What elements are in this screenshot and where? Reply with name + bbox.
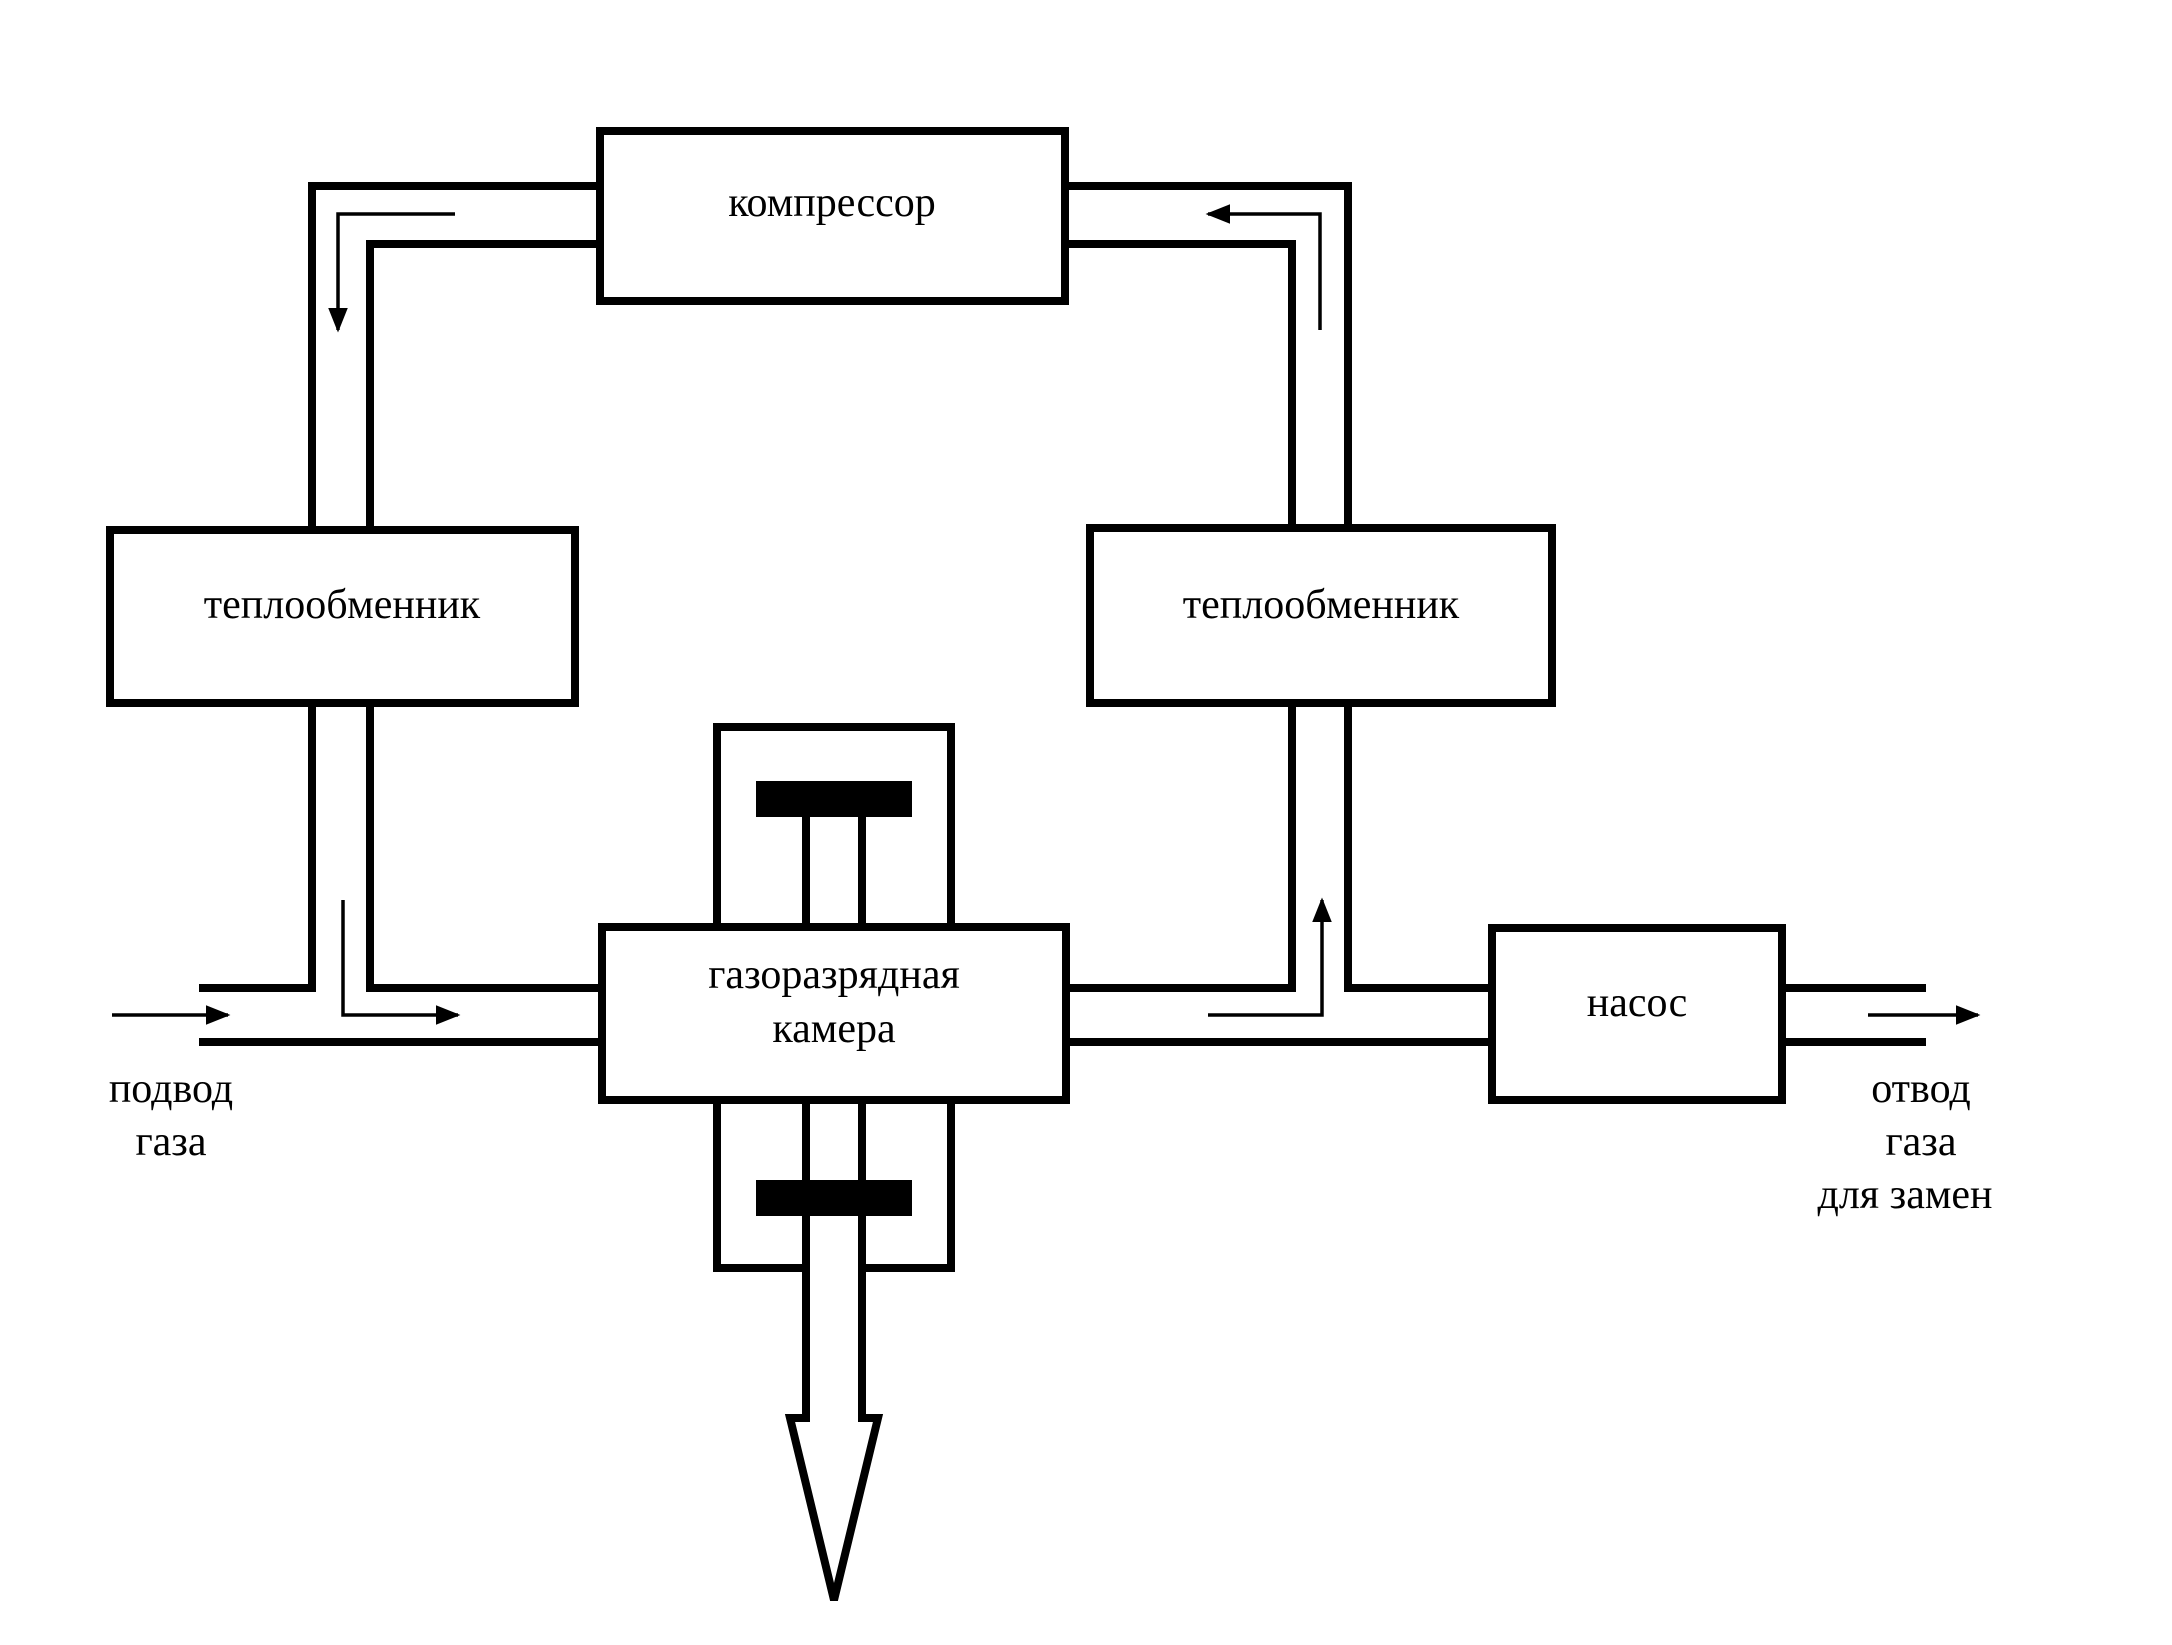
pipe-left-top-inner (366, 240, 604, 534)
chamber-label-line1: газоразрядная (708, 952, 960, 998)
resonator-housing-top (713, 723, 955, 931)
heat-exchanger-left-box (106, 526, 579, 707)
pipe-left-bottom-outer (199, 699, 316, 992)
pipe-right-bottom-outer (1344, 699, 1496, 992)
outlet-label-line1: отвод (1871, 1066, 1971, 1112)
pump-box (1488, 924, 1786, 1104)
mirror-top (756, 781, 912, 817)
heat-exchanger-right-box (1086, 524, 1556, 707)
outlet-label-line2: газа (1885, 1119, 1956, 1165)
pipe-left-bottom-inner (366, 699, 606, 992)
chamber-label-line2: камера (772, 1006, 896, 1052)
flow-arrow-right-bottom (1208, 897, 1332, 1017)
pipe-left-top-outer (308, 182, 604, 534)
inlet-label-line2: газа (135, 1119, 206, 1165)
inlet-label-line1: подвод (109, 1066, 233, 1112)
heat-exchanger-right-label: теплообменник (1183, 582, 1460, 628)
pipe-right-top-outer (1061, 182, 1352, 532)
compressor-label: компрессор (728, 180, 936, 226)
pump-label: насос (1587, 980, 1687, 1026)
flow-arrow-right-top (1205, 204, 1322, 330)
flow-arrow-left-bottom (341, 900, 461, 1025)
flow-arrow-left-top (328, 212, 455, 333)
pipe-right-bottom-inner (1062, 699, 1296, 992)
laser-output-arrow (784, 1216, 884, 1601)
compressor-box (596, 127, 1069, 305)
mirror-bottom (756, 1180, 912, 1216)
heat-exchanger-left-label: теплообменник (204, 582, 481, 628)
pipe-right-top-inner (1061, 240, 1296, 532)
outlet-label-line3: для замен (1817, 1172, 1992, 1218)
chamber-box (598, 923, 1070, 1104)
